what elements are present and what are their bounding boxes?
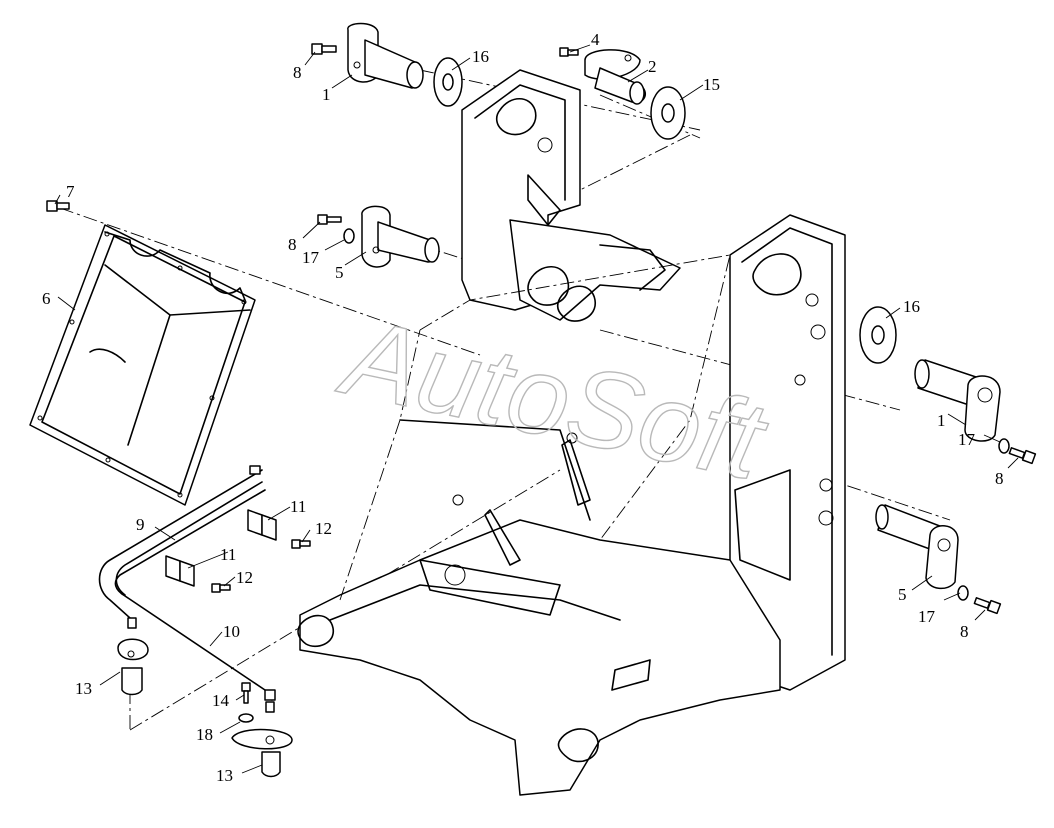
callout-8-left: 8	[288, 235, 297, 254]
bolt-part-7	[46, 200, 70, 212]
bolt-part-14	[241, 682, 251, 704]
bolt-part-8-top	[311, 43, 337, 55]
grease-fitting-part-13-bottom	[231, 701, 293, 778]
callout-6: 6	[42, 289, 51, 308]
pin-part-1-right	[914, 359, 1001, 442]
clamp-part-11-lower	[165, 555, 195, 587]
callout-14: 14	[212, 691, 230, 710]
bolt-part-12-upper	[291, 539, 311, 549]
frame-lower-body	[299, 519, 781, 796]
callout-4: 4	[591, 30, 600, 49]
callout-5-right: 5	[898, 585, 907, 604]
bolt-part-8-left	[317, 214, 342, 225]
washer-part-17-lower-right	[957, 585, 969, 601]
callout-17-lower-right: 17	[918, 607, 936, 626]
callout-2: 2	[648, 57, 657, 76]
callout-1-right: 1	[937, 411, 946, 430]
pin-part-1-top	[347, 22, 424, 89]
grease-line-part-9	[98, 465, 263, 619]
callout-10: 10	[223, 622, 240, 641]
leader-lines	[54, 44, 1019, 774]
pin-part-5-left	[361, 205, 440, 268]
callout-17-right: 17	[958, 430, 976, 449]
washer-part-17-right	[998, 438, 1010, 454]
callout-12-lower: 12	[236, 568, 253, 587]
callout-17-left: 17	[302, 248, 320, 267]
washer-part-16-right	[859, 306, 897, 364]
callout-13-bottom: 13	[216, 766, 233, 785]
washer-part-18	[238, 713, 254, 723]
pin-part-5-right	[875, 504, 959, 590]
frame-cross-beam	[509, 219, 681, 321]
washer-part-16-top	[433, 57, 463, 107]
callout-8-top: 8	[293, 63, 302, 82]
cover-plate-part-6	[29, 224, 256, 506]
callout-8-lower-right: 8	[960, 622, 969, 641]
callout-11-upper: 11	[290, 497, 306, 516]
callout-15: 15	[703, 75, 720, 94]
callout-18: 18	[196, 725, 213, 744]
bolt-part-12-lower	[211, 583, 231, 593]
washer-part-15	[650, 86, 686, 140]
callout-11-lower: 11	[220, 545, 236, 564]
callout-16-top: 16	[472, 47, 489, 66]
callout-numbers: 1 1 2 4 5 5 6 7 8 8 8 8 9 10 11 11 12 12…	[42, 30, 1004, 785]
callout-9: 9	[136, 515, 145, 534]
grease-line-part-10	[114, 489, 276, 701]
callout-7: 7	[66, 182, 75, 201]
callout-16-right: 16	[903, 297, 920, 316]
callout-5-left: 5	[335, 263, 344, 282]
bolt-part-8-lower-right	[973, 597, 1002, 615]
watermark: AutoSoft	[329, 294, 778, 504]
callout-13-left: 13	[75, 679, 92, 698]
clamp-part-11-upper	[247, 509, 277, 541]
callout-12-upper: 12	[315, 519, 332, 538]
grease-nipple-part-4	[559, 47, 579, 57]
washer-part-17-left	[343, 228, 355, 244]
bolt-part-8-right	[1008, 447, 1037, 465]
callout-1-top: 1	[322, 85, 331, 104]
grease-fitting-part-13-left	[117, 617, 149, 696]
pin-part-2	[584, 49, 647, 105]
callout-8-right: 8	[995, 469, 1004, 488]
front-frame	[297, 69, 846, 796]
